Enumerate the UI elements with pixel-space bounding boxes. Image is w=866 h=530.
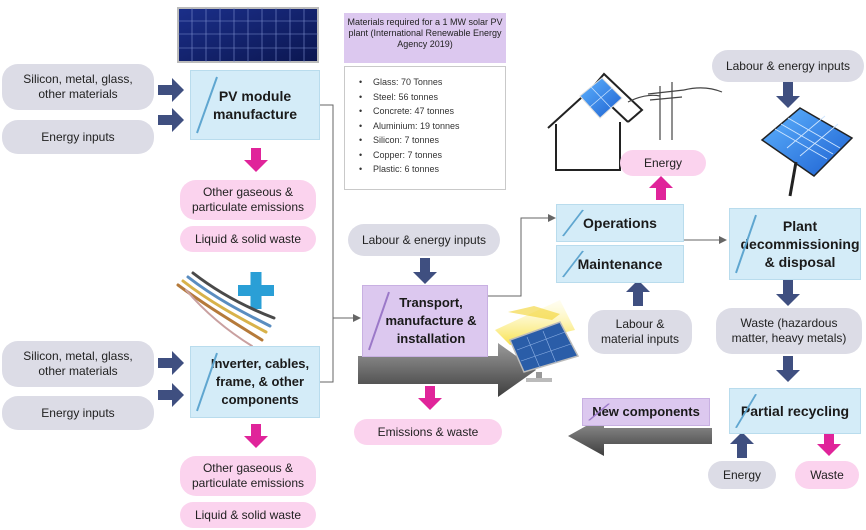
input-arrow-labour-transport [413,258,437,284]
input-energy-recycling: Energy [708,461,776,489]
slash-icon [562,209,584,237]
input-arrow-labour-decom [776,82,800,108]
input-arrow-labour-maintenance [626,280,650,306]
input-arrow-materials-top [158,78,184,102]
process-recycling-label: Partial recycling [740,403,850,419]
pv-panel-illustration [177,7,319,63]
process-new-components: New components [582,398,710,426]
emission-gaseous-top: Other gaseous & particulate emissions [180,180,316,220]
materials-item: Steel: 56 tonnes [359,90,499,105]
materials-item: Plastic: 6 tonnes [359,162,499,177]
process-transport-label: Transport, manufacture & installation [385,295,477,346]
process-pv-module-label: PV module manufacture [212,88,298,122]
input-materials-top: Silicon, metal, glass, other materials [2,64,154,110]
waste-output: Waste [795,461,859,489]
input-arrow-energy-bottom [158,383,184,407]
slash-icon [735,393,757,429]
materials-list: Glass: 70 TonnesSteel: 56 tonnesConcrete… [359,75,499,177]
emission-arrows [244,148,841,456]
cables-illustration [176,271,276,347]
process-operations: Operations [556,204,684,242]
process-decommissioning-label: Plant decommissioning & disposal [740,218,860,270]
recycling-flow-arrow [568,416,712,456]
tracker-panel-illustration [760,107,854,197]
waste-hazardous: Waste (hazardous matter, heavy metals) [716,308,862,354]
emission-arrow-transport [418,386,442,410]
energy-output-arrow [649,176,673,200]
materials-item: Silicon: 7 tonnes [359,133,499,148]
process-new-components-label: New components [592,404,700,419]
materials-item: Aluminium: 19 tonnes [359,119,499,134]
materials-item: Glass: 70 Tonnes [359,75,499,90]
emission-liquid-top: Liquid & solid waste [180,226,316,252]
input-arrow-waste-recycling [776,356,800,382]
input-arrow-energy-recycling [730,432,754,458]
emission-gaseous-bottom: Other gaseous & particulate emissions [180,456,316,496]
installed-panel-illustration [495,300,580,382]
plus-icon [238,272,274,309]
emission-arrow-bottom [244,424,268,448]
input-arrows [158,78,800,458]
input-materials-bottom: Silicon, metal, glass, other materials [2,341,154,387]
materials-note-title: Materials required for a 1 MW solar PV p… [344,13,506,63]
slash-icon [588,403,610,421]
process-operations-label: Operations [583,215,657,231]
process-maintenance-label: Maintenance [577,256,663,272]
process-decommissioning: Plant decommissioning & disposal [729,208,861,280]
slash-icon [196,352,218,412]
input-arrow-decom-waste [776,280,800,306]
materials-item: Concrete: 47 tonnes [359,104,499,119]
process-inverter-label: Inverter, cables, frame, & other compone… [210,356,310,407]
input-labour-transport: Labour & energy inputs [348,224,500,256]
energy-output: Energy [620,150,706,176]
process-recycling: Partial recycling [729,388,861,434]
connector-lines [320,104,727,383]
process-pv-module: PV module manufacture [190,70,320,140]
input-arrow-materials-bottom [158,351,184,375]
slash-icon [562,250,584,278]
emission-transport: Emissions & waste [354,419,502,445]
process-transport: Transport, manufacture & installation [362,285,488,357]
process-inverter: Inverter, cables, frame, & other compone… [190,346,320,418]
input-energy-top: Energy inputs [2,120,154,154]
power-pole-illustration [627,82,723,140]
slash-icon [368,291,390,351]
materials-item: Copper: 7 tonnes [359,148,499,163]
emission-arrow-top [244,148,268,172]
house-illustration [547,72,644,171]
process-maintenance: Maintenance [556,245,684,283]
input-labour-material: Labour & material inputs [588,310,692,354]
emission-arrow-recycling [817,432,841,456]
slash-icon [735,214,757,274]
input-labour-decom: Labour & energy inputs [712,50,864,82]
input-arrow-energy-top [158,108,184,132]
input-energy-bottom: Energy inputs [2,396,154,430]
materials-note-list: Glass: 70 TonnesSteel: 56 tonnesConcrete… [344,66,506,190]
emission-liquid-bottom: Liquid & solid waste [180,502,316,528]
slash-icon [196,76,218,134]
